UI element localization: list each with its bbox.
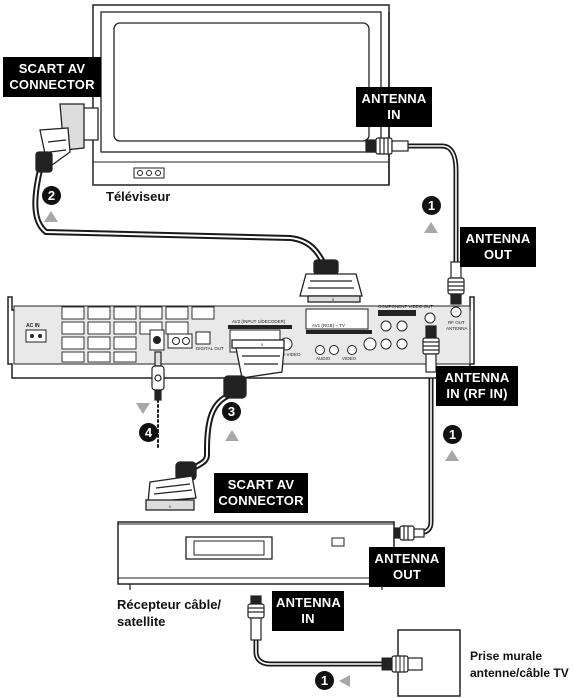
antenna-text: ANTENNA [446,326,468,331]
svideo-text: S-VIDEO [282,352,301,357]
scart-plug-tv [35,103,99,173]
step-number-antenna-wall: 1 [315,671,334,690]
label-antenna-in-rf-in: ANTENNA IN (RF IN) [436,366,518,406]
video-text: VIDEO [342,356,357,361]
svg-text:0: 0 [169,504,172,509]
caption-receiver: Récepteur câble/ satellite [117,596,221,630]
scart-plug-av1: 0 [299,259,363,303]
label-line: OUT [392,567,422,582]
ac-in-text: AC IN [26,323,40,329]
caption-line: satellite [117,614,166,629]
label-line: CONNECTOR [218,493,304,508]
label-line: ANTENNA [465,231,531,246]
av1-text: AV1 (RGB) – TV [312,323,345,328]
label-scart-av-connector-receiver: SCART AV CONNECTOR [214,473,308,513]
label-line: IN [301,611,315,626]
panel-labels: AC IN AV2 (INPUT 1/DECODER) AV1 (RGB) – … [26,304,468,361]
arrow-up-icon [424,222,438,233]
arrow-up-icon [44,211,58,222]
label-antenna-in-receiver: ANTENNA IN [272,591,344,631]
label-line: ANTENNA [361,91,427,106]
audio-text: AUDIO [316,356,331,361]
caption-line: Récepteur câble/ [117,597,222,612]
step-number-antenna-tv: 1 [422,196,441,215]
label-line: SCART AV [227,477,295,492]
recorder-rear-panel [7,296,475,379]
svg-text:0: 0 [332,297,335,302]
antenna-plug-receiver-out [393,525,425,541]
wall-antenna-socket [381,629,461,697]
cable-satellite-receiver [117,521,395,590]
step-number-scart-receiver: 3 [222,402,241,421]
arrow-left-icon [339,675,350,687]
antenna-plug-receiver-in [247,595,265,641]
label-line: ANTENNA [374,551,440,566]
svg-text:0: 0 [261,342,264,347]
label-line: CONNECTOR [9,77,95,92]
label-antenna-out-receiver: ANTENNA OUT [369,547,445,587]
caption-line: antenne/câble TV [470,666,569,680]
label-antenna-out-recorder: ANTENNA OUT [460,227,536,267]
antenna-plug-recorder-out [447,261,465,305]
caption-line: Prise murale [470,649,543,663]
rf-out-text: RF OUT [448,320,465,325]
antenna-plug-recorder-in [422,325,440,373]
label-line: SCART AV [18,61,86,76]
antenna-plug-tv [365,137,409,155]
av2-text: AV2 (INPUT 1/DECODER) [232,319,286,324]
television [92,4,390,186]
step-number-audio: 4 [139,423,158,442]
digital-out-text: DIGITAL OUT [196,346,224,351]
label-line: IN (RF IN) [446,386,508,401]
label-line: IN [387,107,401,122]
arrow-down-icon [136,403,150,414]
label-line: ANTENNA [444,370,510,385]
label-antenna-in-tv: ANTENNA IN [356,87,432,127]
label-line: ANTENNA [276,595,341,610]
label-scart-av-connector-tv: SCART AV CONNECTOR [3,57,101,97]
scart-plug-receiver: 0 [145,461,197,511]
scart-plug-av2: 0 [223,339,285,399]
caption-tv: Téléviseur [106,189,171,204]
label-line: OUT [483,247,513,262]
arrow-up-icon [445,450,459,461]
step-number-antenna-rf: 1 [443,425,462,444]
caption-wall-socket: Prise murale antenne/câble TV [470,648,569,682]
step-number-scart-tv: 2 [42,186,61,205]
arrow-up-icon [225,430,239,441]
component-text: COMPONENT VIDEO OUT [378,304,433,309]
audio-plug [151,351,165,401]
